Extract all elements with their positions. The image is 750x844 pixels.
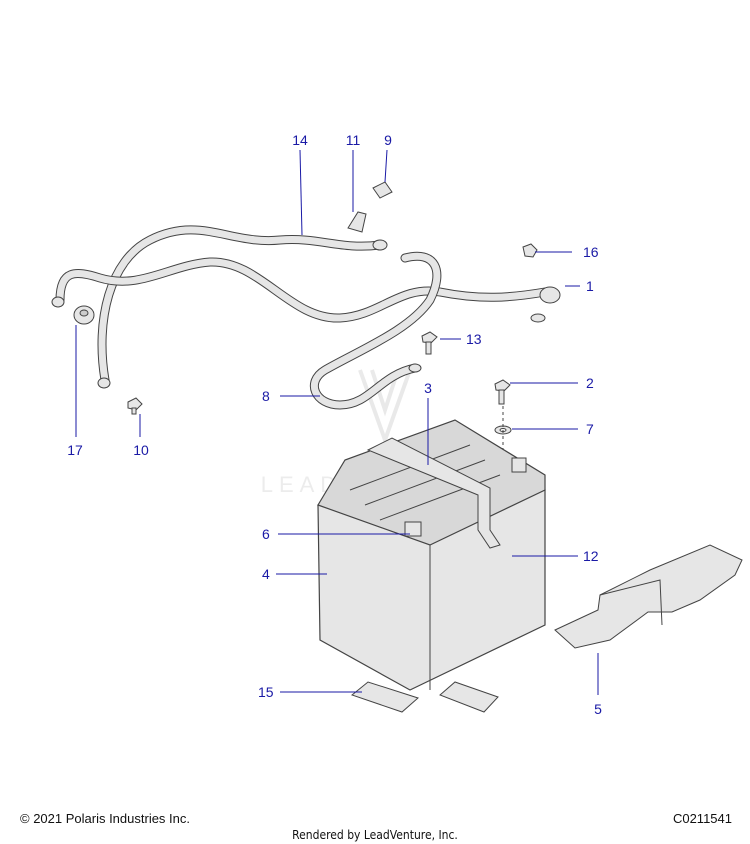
bolt-10 xyxy=(127,397,143,415)
callout-3: 3 xyxy=(424,380,432,396)
callout-10: 10 xyxy=(133,442,149,458)
cable-14 xyxy=(97,225,388,389)
terminal-boot-11 xyxy=(347,211,367,233)
callout-11: 11 xyxy=(346,132,361,148)
pad-15 xyxy=(350,681,499,713)
callout-7: 7 xyxy=(586,421,594,437)
rendered-by-notice: Rendered by LeadVenture, Inc. xyxy=(292,828,458,842)
callout-5: 5 xyxy=(594,701,602,717)
callout-12: 12 xyxy=(583,548,599,564)
nut-9 xyxy=(372,181,393,199)
callout-6: 6 xyxy=(262,526,270,542)
callout-16: 16 xyxy=(583,244,599,260)
nut-16 xyxy=(522,243,538,258)
bolt-13 xyxy=(421,331,438,355)
leader-lines xyxy=(75,149,599,695)
callout-2: 2 xyxy=(586,375,594,391)
strap-3 xyxy=(366,437,501,549)
callout-4: 4 xyxy=(262,566,270,582)
cable-8 xyxy=(309,251,442,410)
copyright-notice: © 2021 Polaris Industries Inc. xyxy=(20,811,190,826)
cover-5 xyxy=(554,544,743,649)
callout-8: 8 xyxy=(262,388,270,404)
callout-1: 1 xyxy=(586,278,594,294)
callout-15: 15 xyxy=(258,684,274,700)
callout-17: 17 xyxy=(67,442,83,458)
callout-labels: 14 11 9 16 1 13 2 3 8 7 17 10 6 12 4 15 … xyxy=(67,132,602,717)
bolt-2 xyxy=(494,379,511,405)
cable-1 xyxy=(51,257,561,323)
nut-17 xyxy=(73,305,95,325)
drawing-id: C0211541 xyxy=(672,811,732,826)
callout-14: 14 xyxy=(292,132,308,148)
callout-13: 13 xyxy=(466,331,482,347)
callout-9: 9 xyxy=(384,132,392,148)
